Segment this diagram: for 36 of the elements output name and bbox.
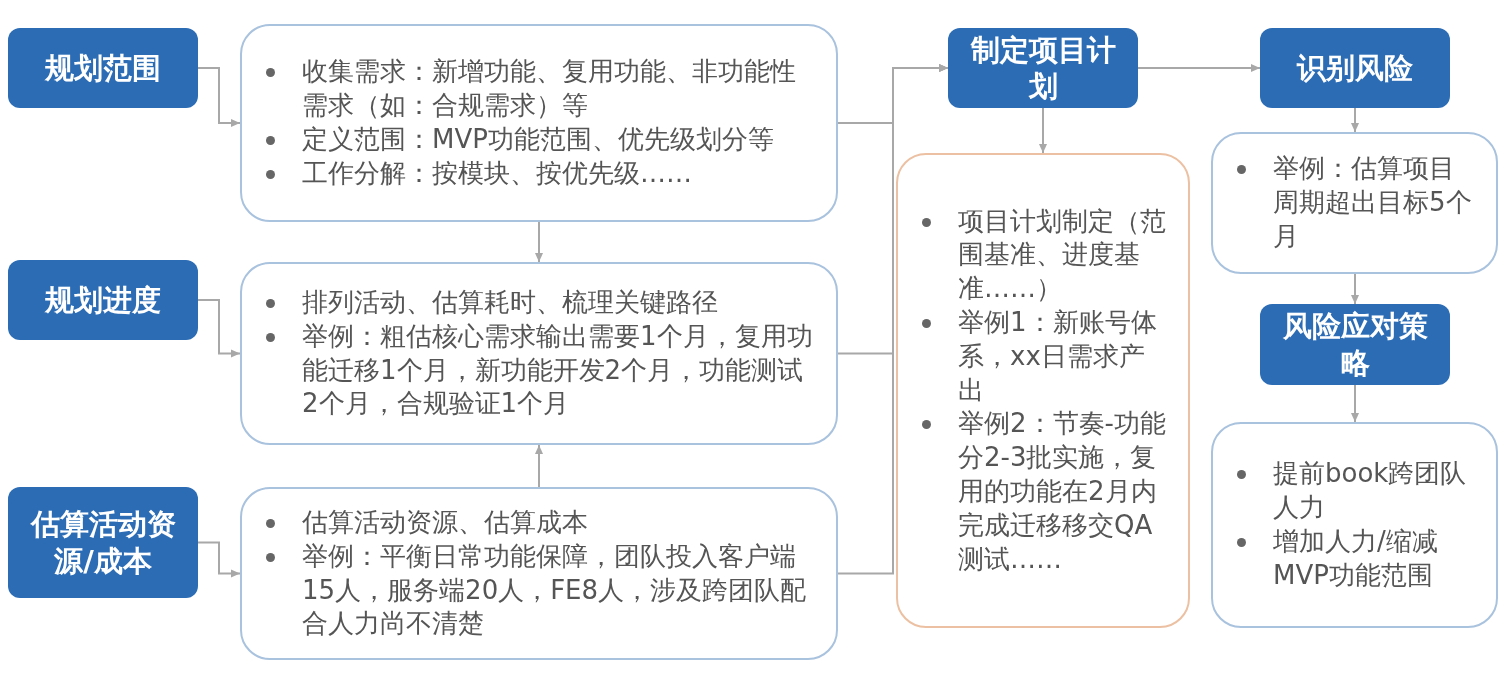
- note-card: [240, 487, 838, 660]
- bullet-text: 收集需求：新增功能、复用功能、非功能性需求（如：合规需求）等: [302, 56, 796, 121]
- bullet-text: 工作分解：按模块、按优先级……: [302, 157, 692, 188]
- arrow: [1351, 384, 1359, 423]
- step-box: 风险应对策略: [1260, 304, 1450, 385]
- step-box: 识别风险: [1260, 28, 1450, 108]
- arrow: [1137, 64, 1261, 72]
- step-box: 规划范围: [8, 28, 198, 108]
- arrow: [1039, 107, 1047, 154]
- arrow: [837, 64, 949, 575]
- arrow: [1351, 107, 1359, 133]
- arrow: [535, 221, 543, 263]
- bullet-text: 排列活动、估算耗时、梳理关键路径: [302, 286, 718, 317]
- step-box: 规划进度: [8, 260, 198, 340]
- bullet-text: 举例：平衡日常功能保障，团队投入客户端15人，服务端20人，FE8人，涉及跨团队配合人力尚不清楚: [302, 540, 807, 639]
- note-card: [1211, 422, 1498, 628]
- bullet-text: 举例2：节奏-功能分2-3批实施，复用的功能在2月内完成迁移移交QA测试……: [958, 408, 1166, 574]
- step-box: 制定项目计划: [948, 28, 1138, 108]
- note-card: [1211, 132, 1498, 274]
- bullet-text: 提前book跨团队人力: [1273, 458, 1467, 523]
- arrow: [197, 299, 241, 358]
- bullet-text: 项目计划制定（范围基准、进度基准……）: [958, 205, 1166, 304]
- bullet-text: 定义范围：MVP功能范围、优先级划分等: [302, 124, 774, 154]
- bullet-text: 举例：估算项目周期超出目标5个月: [1273, 153, 1472, 251]
- step-box: 估算活动资源/成本: [8, 487, 198, 598]
- bullet-text: 举例：粗估核心需求输出需要1个月，复用功能迁移1个月，新功能开发2个月，功能测试2个月，合规验证1个月: [302, 320, 813, 419]
- bullet-text: 举例1：新账号体系，xx日需求产出: [958, 307, 1157, 405]
- bullet-text: 增加人力/缩减MVP功能范围: [1273, 526, 1438, 590]
- arrow: [197, 67, 241, 127]
- arrow: [535, 444, 543, 488]
- arrow: [1351, 273, 1359, 305]
- arrow: [197, 541, 241, 578]
- note-card: [896, 153, 1190, 628]
- note-card: [240, 262, 838, 445]
- note-card: [240, 24, 838, 222]
- bullet-text: 估算活动资源、估算成本: [302, 506, 588, 537]
